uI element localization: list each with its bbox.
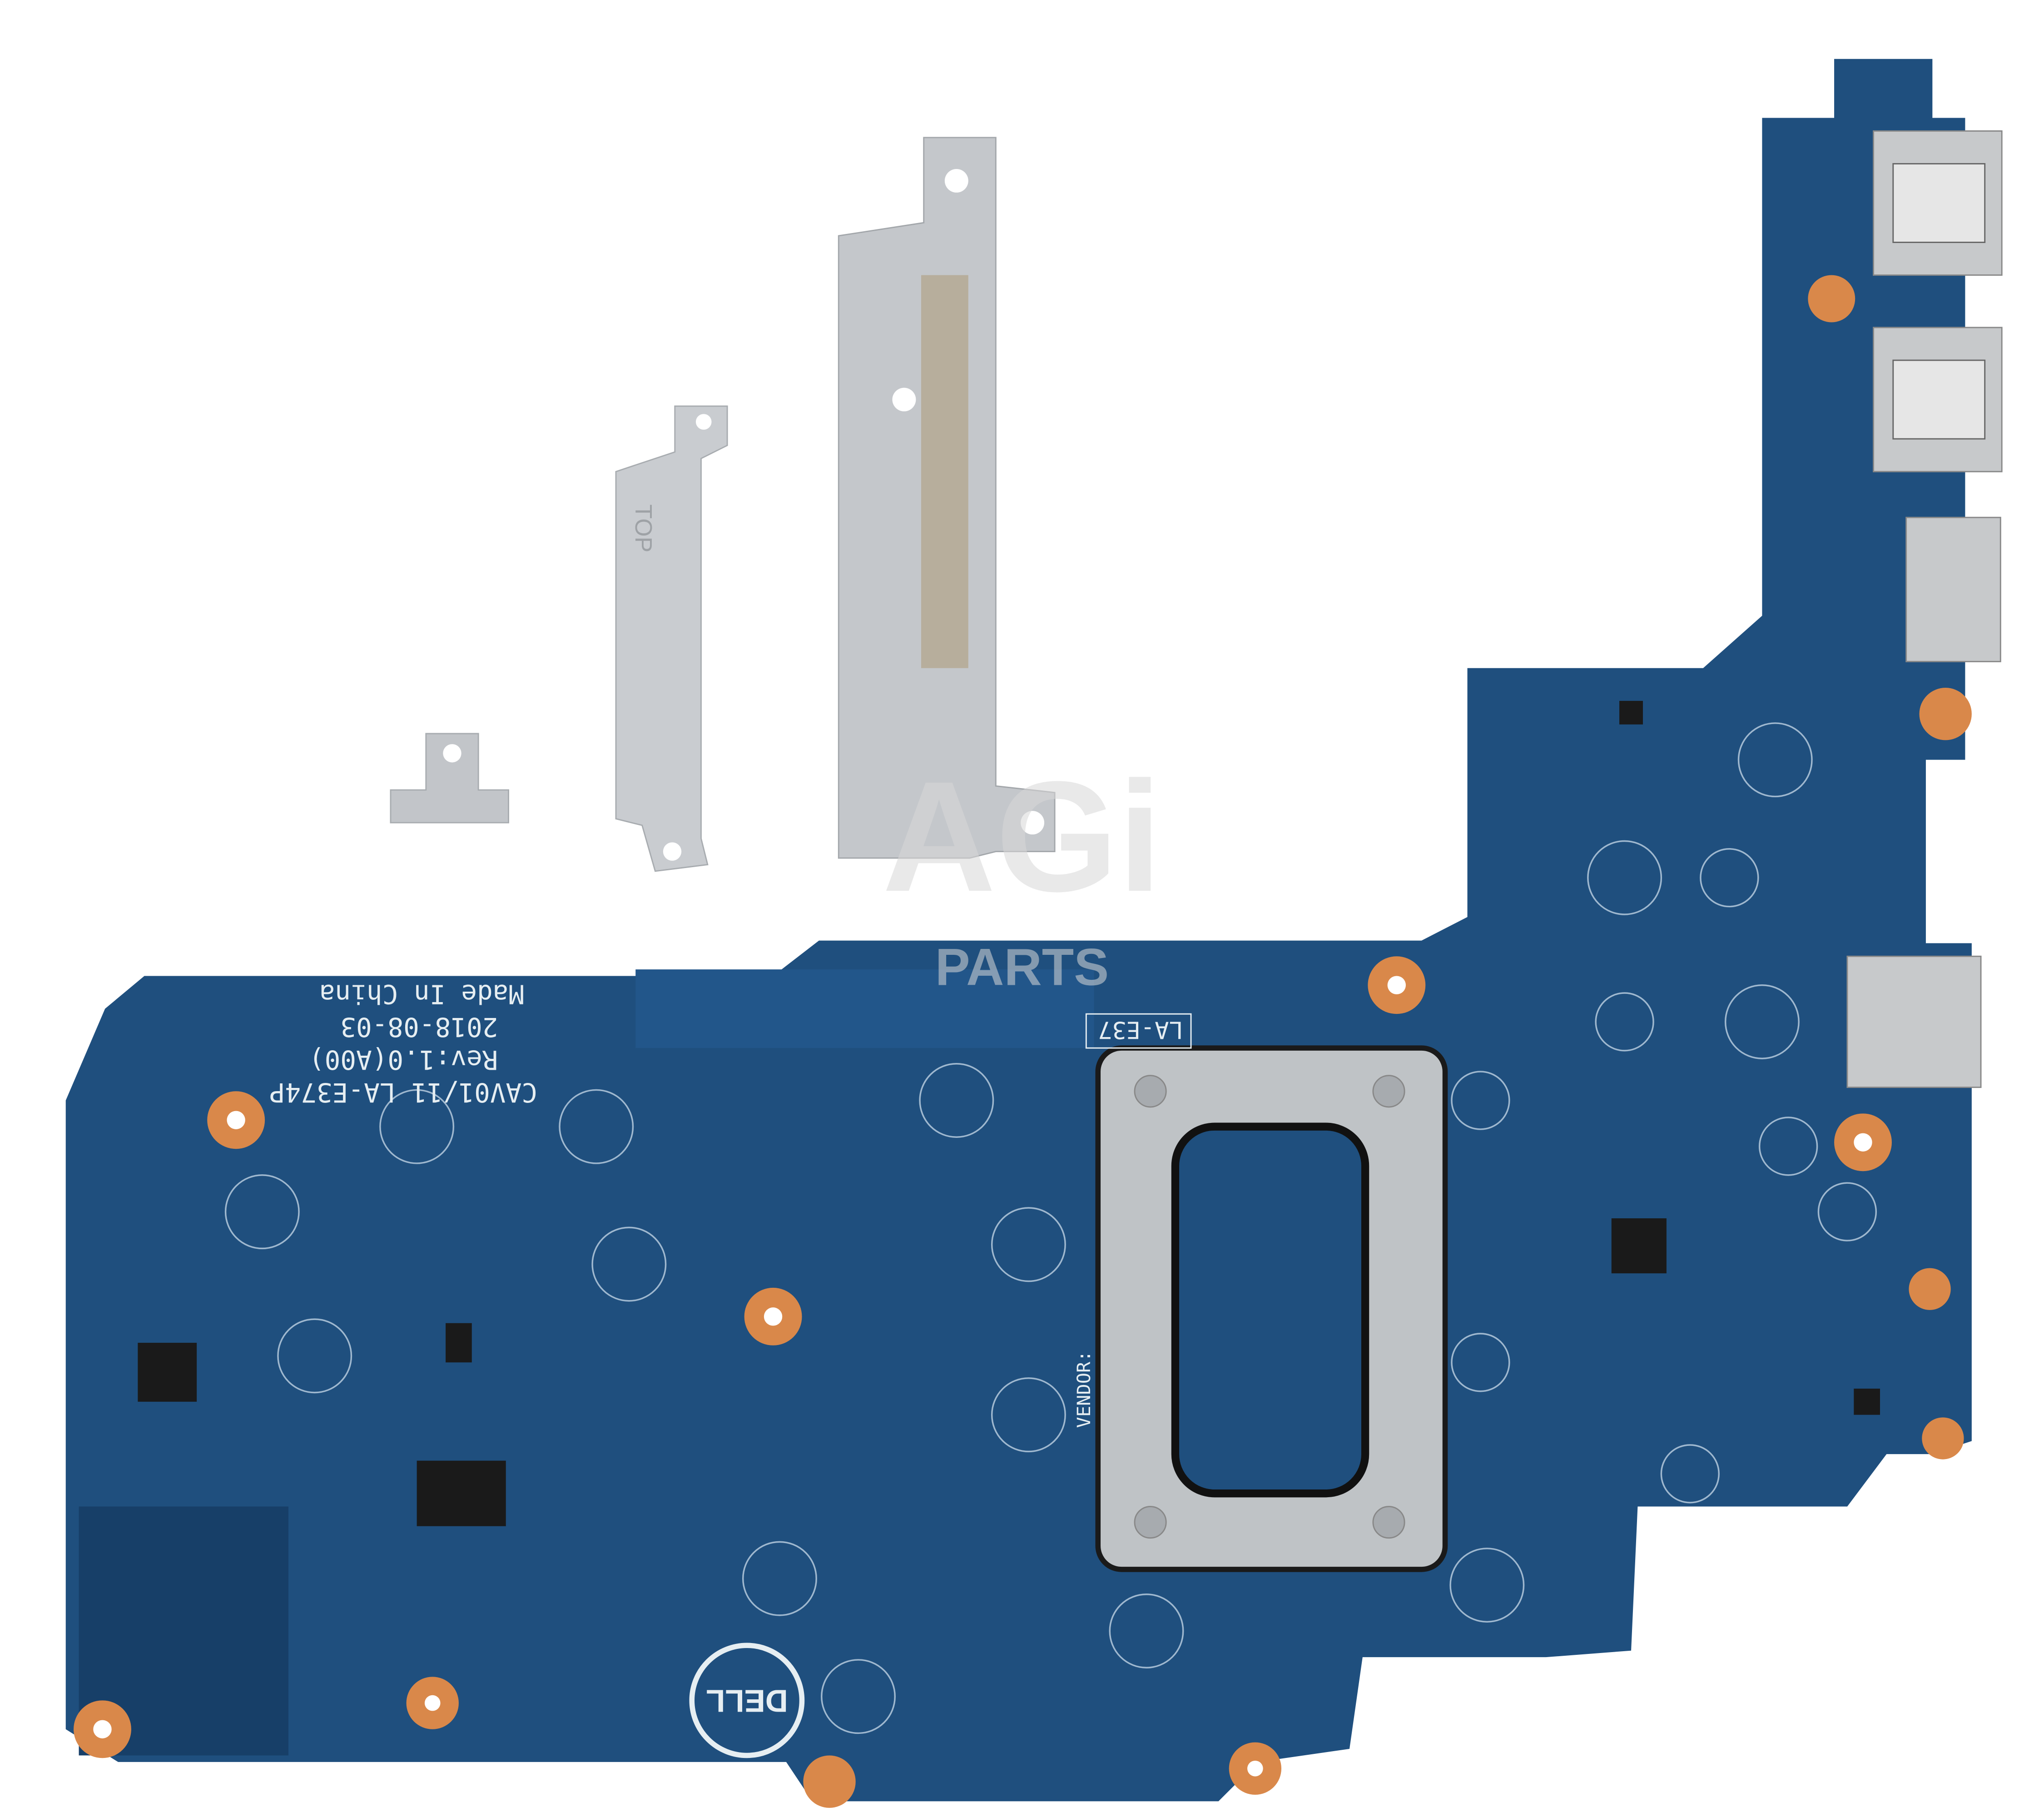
board-model-text: CAV01/11 LA-E374P bbox=[269, 1077, 537, 1108]
bracket-top-label: TOP bbox=[630, 504, 656, 552]
usb-port-1 bbox=[1873, 130, 2003, 276]
motherboard: DELL CAV01/11 LA-E374P Rev:1.0(A00) 2018… bbox=[65, 59, 2003, 1808]
dell-logo: DELL bbox=[689, 1643, 805, 1758]
origin-text: Made In China bbox=[319, 979, 524, 1010]
small-bracket bbox=[390, 733, 509, 824]
svg-text:AGi: AGi bbox=[882, 749, 1161, 924]
date-text: 2018-08-03 bbox=[340, 1012, 498, 1043]
usb-c-port bbox=[1905, 516, 2001, 662]
board-code-text: LA-E37 bbox=[1098, 1016, 1183, 1043]
component-outlines bbox=[224, 722, 1877, 1734]
watermark: AGi PARTS bbox=[882, 749, 1161, 997]
cpu-shield bbox=[1095, 1045, 1448, 1572]
mounting-holes bbox=[74, 275, 1972, 1808]
revision-text: Rev:1.0(A00) bbox=[309, 1044, 498, 1075]
vendor-text: VENDOR: bbox=[1073, 1350, 1095, 1428]
medium-bracket: TOP bbox=[615, 405, 728, 872]
chips bbox=[138, 700, 1880, 1526]
usb-port-2 bbox=[1873, 327, 2003, 472]
sd-card-slot bbox=[1846, 955, 1982, 1088]
svg-text:PARTS: PARTS bbox=[935, 938, 1109, 997]
svg-text:DELL: DELL bbox=[706, 1683, 788, 1718]
large-bracket bbox=[838, 137, 1056, 859]
